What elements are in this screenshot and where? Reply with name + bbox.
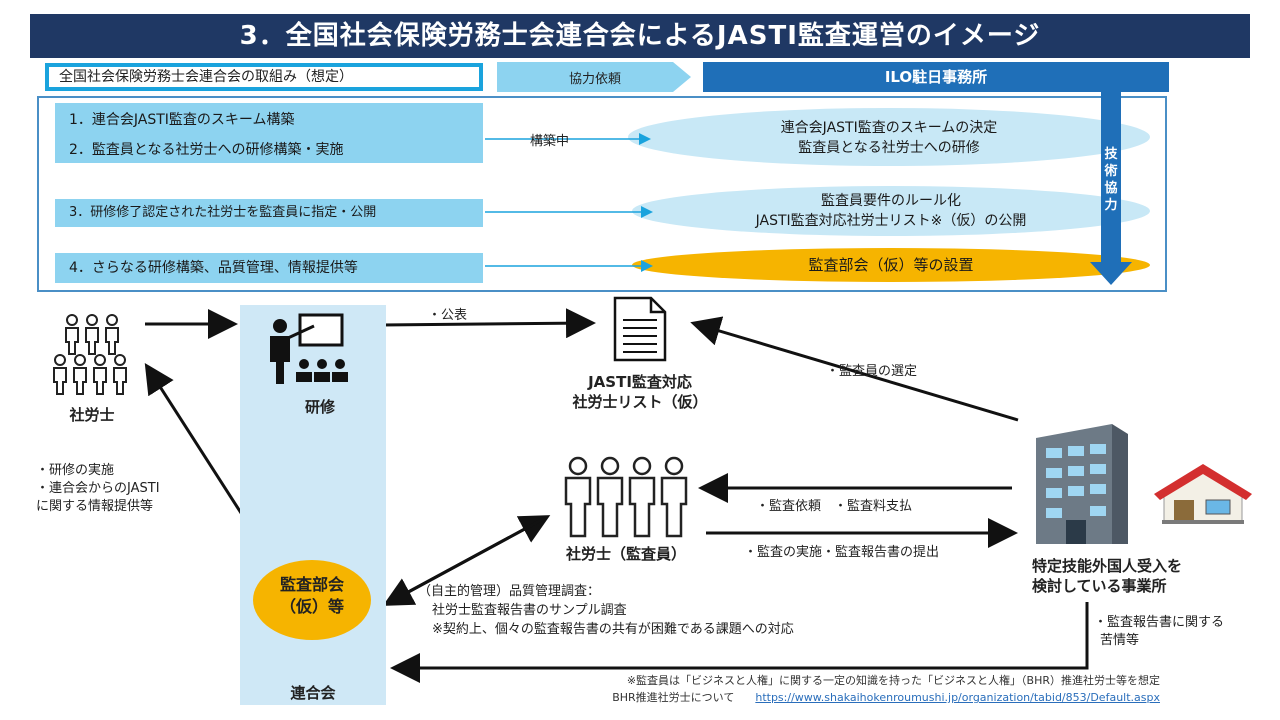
- rengokai-label: 連合会: [290, 684, 336, 702]
- training-info-line3: に関する情報提供等: [36, 499, 154, 514]
- kenshu-label: 研修: [304, 398, 335, 416]
- house-icon: [1154, 464, 1252, 524]
- complaint-label: ・監査報告書に関する 苦情等: [1094, 614, 1224, 650]
- quality-label: （自主的管理）品質管理調査： 社労士監査報告書のサンプル調査 ※契約上、個々の監…: [418, 582, 794, 639]
- jasti-list-line2: 社労士リスト（仮）: [572, 393, 708, 411]
- complaint-line1: ・監査報告書に関する: [1094, 615, 1225, 630]
- quality-line2: 社労士監査報告書のサンプル調査: [432, 603, 627, 618]
- step-1-arrow-label: 構築中: [530, 134, 570, 149]
- step-4-box: 4．さらなる研修構築、品質管理、情報提供等: [55, 253, 483, 283]
- training-info-line1: ・研修の実施: [36, 463, 115, 478]
- arrow-auditors-to-kansabu: [382, 516, 546, 606]
- initiatives-frame: [37, 96, 1167, 292]
- page-title: 3．全国社会保険労務士会連合会によるJASTI監査運営のイメージ: [30, 14, 1250, 58]
- result-rule-ellipse: 監査員要件のルール化 JASTI監査対応社労士リスト※（仮）の公開: [632, 186, 1150, 236]
- report-label: ・監査の実施・監査報告書の提出: [744, 545, 940, 560]
- training-info-label: ・研修の実施 ・連合会からのJASTI に関する情報提供等: [36, 462, 160, 516]
- result-rule-line1: 監査員要件のルール化: [821, 193, 961, 209]
- footnote-line1: ※監査員は「ビジネスと人権」に関する一定の知識を持った「ビジネスと人権」（BHR…: [626, 674, 1160, 687]
- step-1-2-box: 1．連合会JASTI監査のスキーム構築 2．監査員となる社労士への研修構築・実施: [55, 103, 483, 163]
- auditors-people-icon: [564, 456, 688, 538]
- jasti-list-label: JASTI監査対応 社労士リスト（仮）: [540, 372, 740, 412]
- arrow-company-to-list: [690, 316, 1019, 422]
- ilo-office-box: ILO駐日事務所: [703, 62, 1169, 92]
- company-label: 特定技能外国人受入を 検討している事業所: [1032, 556, 1232, 596]
- arrow-company-to-rengokai: [390, 602, 1089, 683]
- sharoushi-label: 社労士: [69, 406, 115, 424]
- result-scheme-ellipse: 連合会JASTI監査のスキームの決定 監査員となる社労士への研修: [628, 108, 1150, 166]
- technical-cooperation-arrow: [1090, 92, 1132, 285]
- result-rule-line2: JASTI監査対応社労士リスト※（仮）の公開: [755, 213, 1027, 229]
- kansabu-line1: 監査部会: [279, 575, 344, 594]
- jasti-list-line1: JASTI監査対応: [588, 373, 692, 391]
- quality-line1: （自主的管理）品質管理調査：: [418, 584, 601, 599]
- footnote-line2: BHR推進社労士について https://www.shakaihokenroum…: [500, 689, 1160, 706]
- kohyo-label: ・公表: [428, 308, 468, 323]
- quality-line3: ※契約上、個々の監査報告書の共有が困難である課題への対応: [432, 622, 794, 637]
- request-label: ・監査依頼 ・監査料支払: [756, 499, 913, 514]
- document-icon: [613, 296, 667, 362]
- bhr-link[interactable]: https://www.shakaihokenroumushi.jp/organ…: [755, 691, 1160, 704]
- rengokai-initiatives-box: 全国社会保険労務士会連合会の取組み（想定）: [45, 63, 483, 91]
- training-info-line2: ・連合会からのJASTI: [36, 481, 160, 496]
- result-kansabu-ellipse: 監査部会（仮）等の設置: [632, 248, 1150, 282]
- step-2-label: 2．監査員となる社労士への研修構築・実施: [69, 142, 344, 158]
- company-line2: 検討している事業所: [1032, 577, 1167, 595]
- kansabu-line2: （仮）等: [279, 597, 344, 616]
- office-building-icon: [1036, 424, 1128, 544]
- auditors-label: 社労士（監査員）: [565, 545, 686, 563]
- selection-label: ・監査員の選定: [826, 364, 918, 379]
- complaint-line2: 苦情等: [1100, 633, 1140, 648]
- arrow-kenshu-to-list: [377, 308, 596, 339]
- cooperation-request-label: 協力依頼: [568, 72, 621, 87]
- kansabu-node: 監査部会 （仮）等: [253, 560, 371, 640]
- step-3-box: 3．研修修了認定された社労士を監査員に指定・公開: [55, 199, 483, 227]
- footnote: ※監査員は「ビジネスと人権」に関する一定の知識を持った「ビジネスと人権」（BHR…: [500, 672, 1160, 706]
- sharoushi-people-icon: [53, 314, 127, 395]
- footnote-bhr-label: BHR推進社労士について: [612, 691, 735, 704]
- step-1-label: 1．連合会JASTI監査のスキーム構築: [69, 112, 295, 128]
- training-presentation-icon: [270, 313, 348, 384]
- technical-cooperation-label: 技術協力: [1104, 147, 1118, 213]
- cooperation-request-arrow: [497, 62, 691, 92]
- company-line1: 特定技能外国人受入を: [1032, 557, 1183, 575]
- result-scheme-line1: 連合会JASTI監査のスキームの決定: [780, 120, 998, 136]
- result-scheme-line2: 監査員となる社労士への研修: [798, 140, 980, 156]
